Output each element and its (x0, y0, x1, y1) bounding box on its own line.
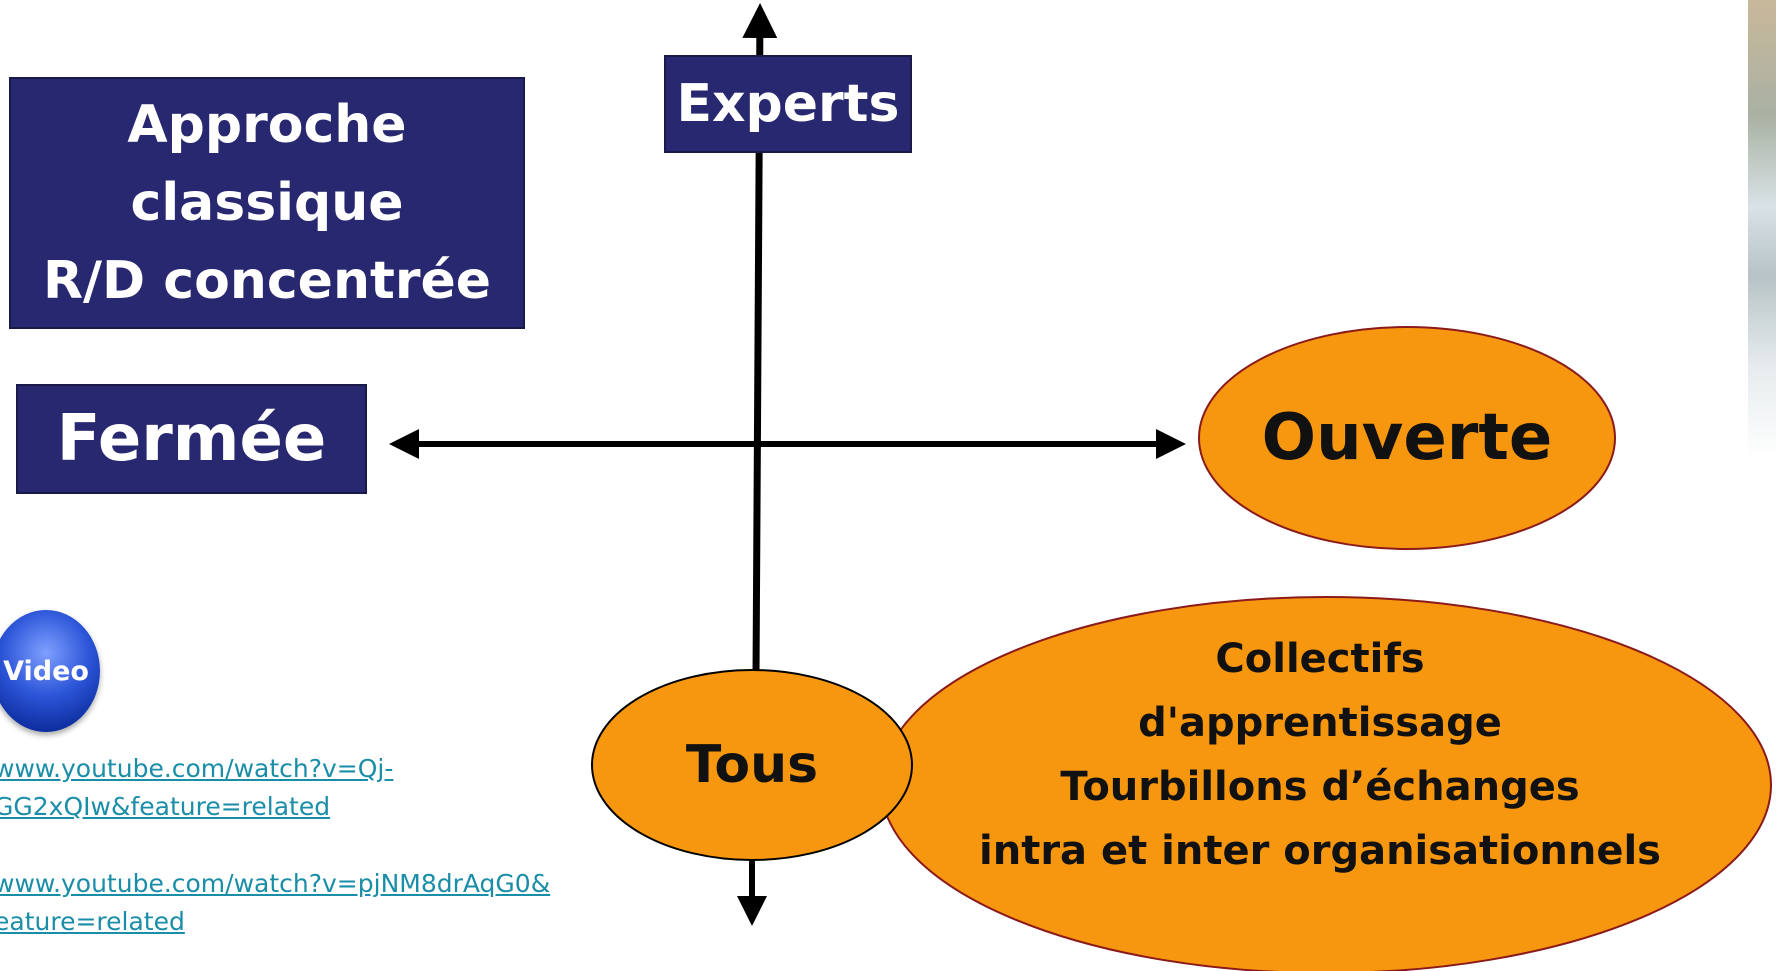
experts-box: Experts (664, 55, 912, 153)
video-icon[interactable]: Video (0, 610, 100, 732)
approche-line-2: classique (130, 173, 404, 233)
tous-label: Tous (685, 735, 819, 795)
youtube-link-1-line-2: GG2xQIw&feature=related (0, 792, 331, 821)
youtube-link-2-line-1: www.youtube.com/watch?v=pjNM8drAqG0& (0, 869, 551, 898)
approche-classique-box: Approche classique R/D concentrée (9, 77, 525, 329)
video-icon-label: Video (3, 655, 89, 687)
collectifs-line-3: Tourbillons d’échanges (1060, 764, 1580, 810)
approche-line-3: R/D concentrée (42, 251, 492, 311)
approche-line-1: Approche (127, 95, 407, 155)
collectifs-line-4: intra et inter organisationnels (979, 828, 1661, 874)
collectifs-line-2: d'apprentissage (1138, 700, 1502, 746)
fermee-label: Fermée (56, 402, 327, 476)
ouverte-label-wrap: Ouverte (1199, 327, 1615, 549)
ouverte-oval (1198, 326, 1616, 550)
tous-oval (591, 669, 913, 861)
youtube-link-2[interactable]: www.youtube.com/watch?v=pjNM8drAqG0& eat… (0, 865, 550, 941)
fermee-box: Fermée (16, 384, 367, 494)
youtube-link-2-line-2: eature=related (0, 907, 185, 936)
ouverte-label: Ouverte (1261, 401, 1553, 475)
youtube-link-1[interactable]: www.youtube.com/watch?v=Qj- GG2xQIw&feat… (0, 750, 393, 826)
collectifs-line-1: Collectifs (1215, 636, 1425, 682)
collectifs-label-wrap: Collectifs d'apprentissage Tourbillons d… (960, 625, 1680, 885)
youtube-link-1-line-1: www.youtube.com/watch?v=Qj- (0, 754, 394, 783)
tous-label-wrap: Tous (592, 670, 912, 860)
experts-label: Experts (676, 74, 900, 134)
cropped-photo (1748, 0, 1776, 460)
